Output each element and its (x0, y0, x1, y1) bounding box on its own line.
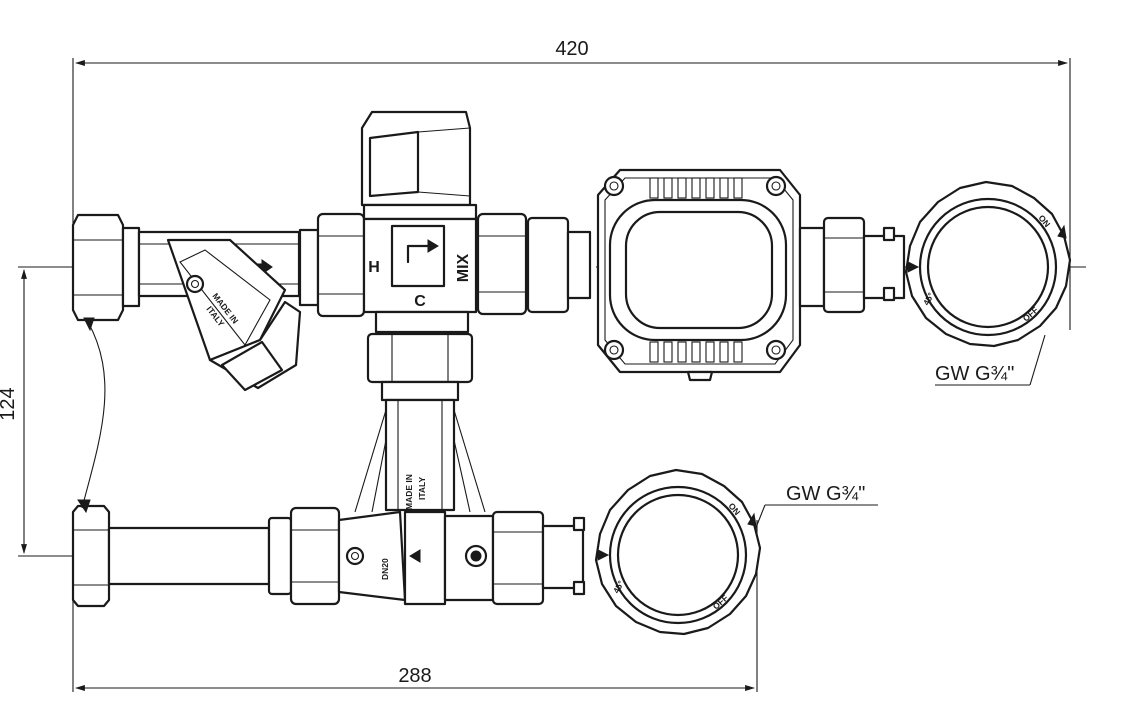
upper-inlet-nut (71, 213, 141, 322)
y-strainer: MADE IN ITALY (137, 228, 320, 392)
dimension-overall-label: 420 (555, 38, 588, 60)
lower-inlet-nut (71, 504, 271, 608)
bypass-connector-line (81, 321, 106, 509)
hot-inlet-label: H (368, 259, 380, 276)
dimension-lower-width: 288 (72, 520, 758, 692)
mixing-valve-left-union (316, 212, 366, 318)
cold-inlet-label: C (414, 293, 426, 310)
tee-marking-line2: ITALY (417, 477, 427, 500)
dimension-vertical-label: 124 (0, 387, 19, 420)
dimension-lower-label: 288 (398, 665, 431, 687)
mixing-valve-right-union (476, 212, 592, 316)
lower-connection-label: GW G¾" (786, 483, 865, 505)
tee-marking-line1: MADE IN (404, 474, 414, 510)
lower-connection-callout: GW G¾" (754, 483, 878, 531)
mix-outlet-label: MIX (455, 253, 472, 282)
circulator-pump (596, 168, 802, 382)
dimension-overall-width: 420 (72, 38, 1071, 330)
pump-outlet-union (798, 216, 906, 314)
thermostatic-mixing-valve: H C MIX (360, 110, 478, 334)
lower-ball-valve-knob: ON 45° OFF (594, 468, 762, 636)
lower-valve-marking: DN20 (380, 558, 390, 580)
upper-connection-label: GW G¾" (935, 363, 1014, 385)
upper-ball-valve-knob: ON 45° OFF (904, 180, 1072, 348)
dimension-vertical-offset: 124 (0, 266, 80, 557)
vertical-riser: MADE IN ITALY (354, 332, 486, 513)
lower-valve-body: DN20 (267, 506, 586, 606)
upper-connection-callout: GW G¾" (935, 334, 1046, 386)
